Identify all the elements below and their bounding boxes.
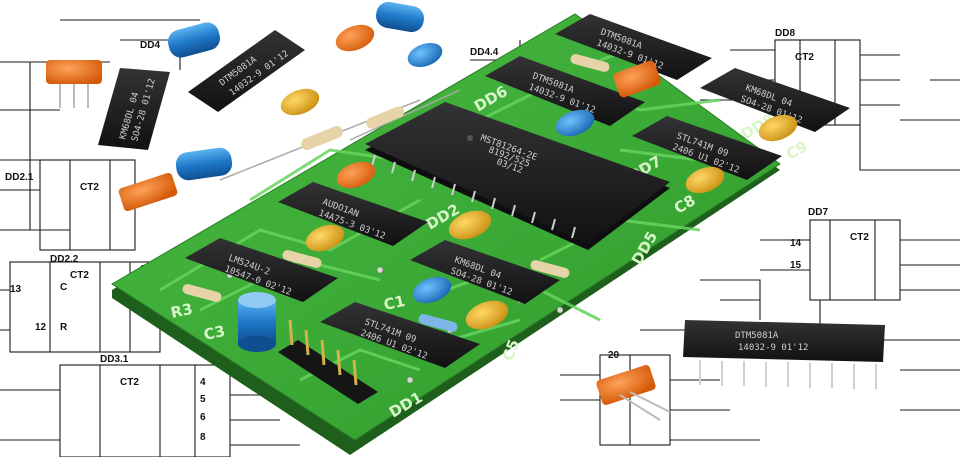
schematic-label: 8	[200, 432, 206, 443]
schematic-label: DD8	[775, 28, 795, 39]
pcb-label: C9	[783, 137, 811, 163]
schematic-label: CT2	[795, 52, 814, 63]
schematic-label: 14	[790, 238, 802, 249]
schematic-label: DD4.4	[470, 47, 499, 58]
schematic-label: DD7	[808, 207, 828, 218]
schematic-label: CT2	[70, 270, 89, 281]
schematic-label: 13	[10, 284, 22, 295]
capacitor-blue-small-loose	[407, 42, 443, 68]
capacitor-yellow-loose	[280, 88, 320, 116]
ic-chip-main: MST81264-2E 8192/525 03/12	[365, 102, 670, 250]
schematic-label: CT2	[80, 182, 99, 193]
schematic-label: 15	[790, 260, 802, 271]
schematic-label: DD4	[140, 40, 160, 51]
chip-marking: 14032-9 01'12	[738, 343, 808, 353]
ic-chip-loose-dtm: DTM5081A 14032-9 01'12	[683, 320, 885, 389]
schematic-label: C	[60, 282, 67, 293]
schematic-label: CT2	[850, 232, 869, 243]
pcb-label: C1	[382, 292, 407, 314]
resistor-loose	[219, 89, 461, 181]
schematic-label: 4	[200, 377, 206, 388]
schematic-label: 5	[200, 394, 206, 405]
schematic-label: DD2.2	[50, 254, 79, 265]
schematic-label: DD3.1	[100, 354, 129, 365]
pcb-label: R3	[169, 300, 194, 322]
ic-chip-stl-right: STL741M 09 2406 U1 02'12	[632, 116, 782, 180]
board-components	[182, 54, 798, 404]
capacitor-orange-loose	[46, 24, 671, 421]
capacitor-blue-loose	[167, 1, 424, 181]
chip-marking: DTM5081A	[735, 331, 779, 341]
schematic-label: 20	[608, 350, 620, 361]
schematic-label: 6	[200, 412, 206, 423]
schematic-label: DD2.1	[5, 172, 34, 183]
ic-chip-loose-b: KM68DL 04 SO4-28 01'12	[98, 68, 170, 150]
schematic-label: 12	[35, 322, 47, 333]
schematic-label: R	[60, 322, 68, 333]
pcb-label: C3	[202, 322, 227, 344]
schematic-label: CT2	[120, 377, 139, 388]
